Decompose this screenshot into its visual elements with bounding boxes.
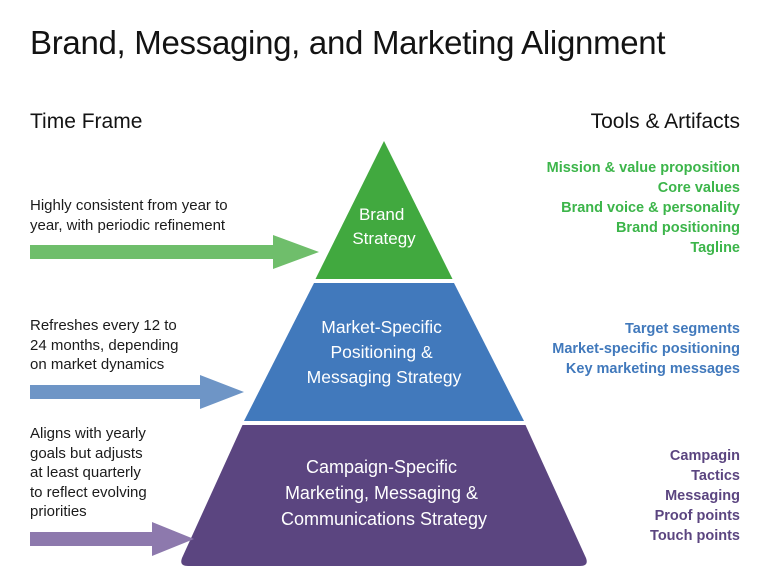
pyramid-tier-brand[interactable] <box>315 141 453 279</box>
tools-brand-item-3: Brand positioning <box>615 220 740 236</box>
tools-campaign-item-2: Messaging <box>665 488 740 504</box>
timeframe-market-arrow-icon <box>30 374 244 409</box>
tools-campaign-item-4: Touch points <box>650 528 740 544</box>
pyramid-label-brand: Brand Strategy <box>352 205 416 248</box>
time-frame-column-header: Time Frame <box>30 110 143 133</box>
timeframe-brand: Highly consistent from year to year, wit… <box>30 196 330 269</box>
pyramid-label-market-line-0: Market-Specific <box>321 317 442 337</box>
tools-list-market: Target segments Market-specific position… <box>552 319 740 379</box>
tools-list-campaign: Campagin Tactics Messaging Proof points … <box>650 446 740 546</box>
timeframe-market-text: Refreshes every 12 to 24 months, dependi… <box>30 317 179 373</box>
timeframe-campaign-text: Aligns with yearly goals but adjusts at … <box>30 425 147 520</box>
timeframe-campaign-arrow-icon <box>30 521 194 556</box>
pyramid-label-brand-line-0: Brand <box>359 205 404 224</box>
timeframe-brand-text: Highly consistent from year to year, wit… <box>30 197 228 234</box>
tools-brand-item-4: Tagline <box>690 240 740 256</box>
tools-market-item-2: Key marketing messages <box>565 361 740 377</box>
tools-campaign-item-3: Proof points <box>654 508 740 524</box>
tools-market-item-1: Market-specific positioning <box>552 341 740 357</box>
tools-brand-item-1: Core values <box>657 180 740 196</box>
timeframe-market: Refreshes every 12 to 24 months, dependi… <box>30 316 330 409</box>
tools-campaign-item-1: Tactics <box>691 468 740 484</box>
page-title: Brand, Messaging, and Marketing Alignmen… <box>30 24 666 61</box>
timeframe-brand-arrow-icon <box>30 235 319 269</box>
tools-list-brand: Mission & value proposition Core values … <box>547 158 740 258</box>
tools-brand-item-2: Brand voice & personality <box>561 200 740 216</box>
tools-artifacts-column-header: Tools & Artifacts <box>590 110 740 133</box>
tools-campaign-item-0: Campagin <box>669 448 740 464</box>
timeframe-campaign: Aligns with yearly goals but adjusts at … <box>30 424 330 556</box>
pyramid-label-market-line-1: Positioning & <box>330 342 432 362</box>
tools-market-item-0: Target segments <box>625 321 740 337</box>
tools-brand-item-0: Mission & value proposition <box>546 160 740 176</box>
pyramid-label-brand-line-1: Strategy <box>352 229 416 248</box>
